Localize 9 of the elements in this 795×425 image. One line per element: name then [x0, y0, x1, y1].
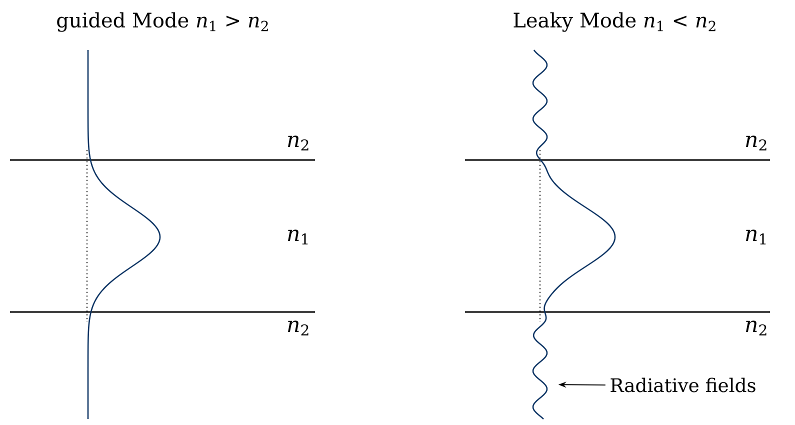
index-label: n$_{2}$	[746, 320, 766, 336]
annotation-text: Radiative fields	[610, 378, 756, 392]
field-curve	[87, 50, 161, 419]
index-label: n$_{2}$	[746, 136, 766, 150]
index-label: n$_{1}$	[288, 230, 308, 244]
index-label: n$_{2}$	[288, 320, 308, 336]
index-label: n$_{1}$	[746, 230, 766, 244]
panel-title: guided Mode n$_{1}$ > n$_{2}$	[57, 12, 268, 32]
index-label: n$_{2}$	[288, 136, 308, 150]
